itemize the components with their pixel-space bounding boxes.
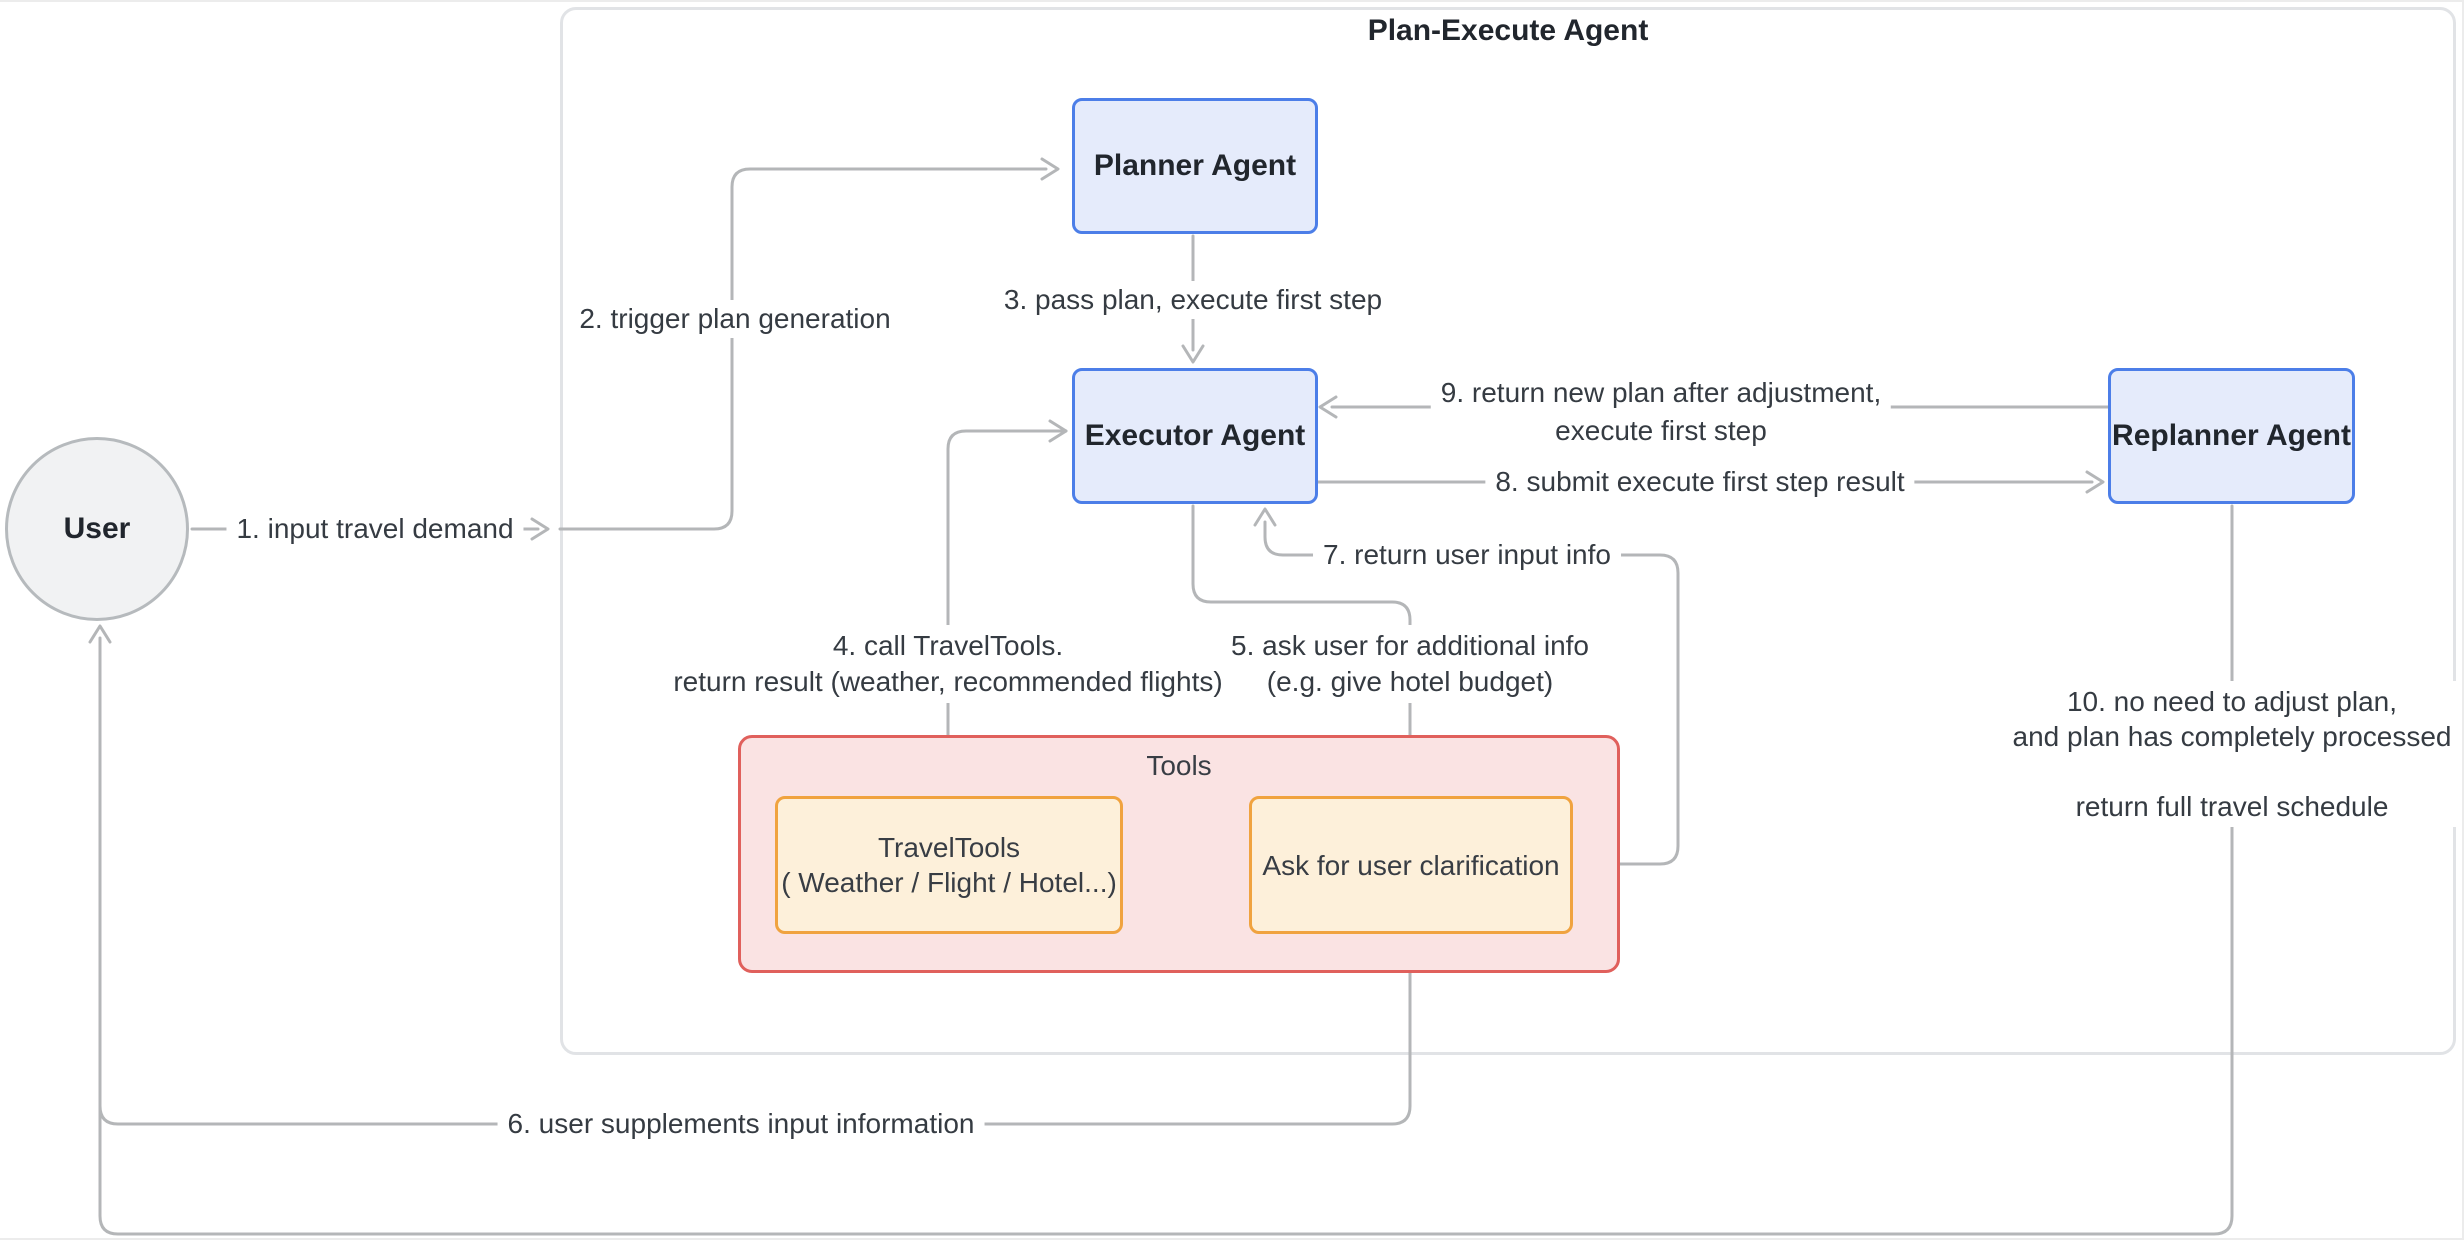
edge-9-label-line2: execute first step: [1555, 415, 1767, 446]
edge-10-line: [98, 504, 2234, 1236]
edge-4-arrowhead-executor: [1048, 419, 1068, 443]
edge-7-arrowhead: [1253, 507, 1277, 527]
travel-tools-line1: TravelTools: [877, 832, 1021, 863]
edge-4-label-line2: return result (weather, recommended flig…: [673, 666, 1223, 697]
node-executor-agent: Executor Agent: [1072, 368, 1318, 504]
plan-execute-agent-boundary: [560, 7, 2456, 1055]
edge-3-label: 3. pass plan, execute first step: [993, 281, 1393, 319]
edge-5-label-line2: (e.g. give hotel budget): [1266, 666, 1554, 697]
edge-10-label-line2: and plan has completely processed: [2012, 721, 2452, 752]
edge-1-label: 1. input travel demand: [226, 510, 524, 548]
travel-tools-line2: ( Weather / Flight / Hotel...): [781, 867, 1117, 898]
edge-6-line: [98, 946, 1412, 1126]
edge-9-arrowhead: [1318, 395, 1338, 419]
edge-10-label-line3: return full travel schedule: [2075, 791, 2389, 822]
node-ask-for-user-clarification: Ask for user clarification: [1249, 796, 1573, 934]
edge-8-label: 8. submit execute first step result: [1485, 463, 1915, 501]
edge-9-label-line1: 9. return new plan after adjustment,: [1440, 377, 1882, 408]
edge-6-label: 6. user supplements input information: [497, 1105, 985, 1143]
page-title: Plan-Execute Agent: [1367, 14, 1649, 47]
edge-3-arrowhead: [1181, 344, 1205, 364]
edge-10-label: 10. no need to adjust plan, and plan has…: [2002, 681, 2462, 827]
node-replanner-agent: Replanner Agent: [2108, 368, 2355, 504]
edge-2-arrowhead: [1040, 157, 1060, 181]
node-replanner-label: Replanner Agent: [2112, 419, 2351, 452]
edge-5-label: 5. ask user for additional info (e.g. gi…: [1221, 625, 1599, 703]
edge-4-line: [946, 429, 1068, 772]
node-planner-label: Planner Agent: [1093, 149, 1297, 182]
node-travel-tools: TravelTools ( Weather / Flight / Hotel..…: [775, 796, 1123, 934]
edge-7-label: 7. return user input info: [1313, 536, 1621, 574]
ask-clarification-label: Ask for user clarification: [1262, 849, 1560, 881]
edge-1-arrowhead: [530, 517, 550, 541]
edge-8-arrowhead: [2085, 470, 2105, 494]
edge-2-label: 2. trigger plan generation: [569, 300, 901, 338]
node-executor-label: Executor Agent: [1084, 419, 1306, 452]
edge-10-arrowhead: [88, 624, 112, 644]
node-user-label: User: [63, 512, 131, 545]
node-user: User: [5, 437, 189, 621]
edge-2-line: [558, 167, 1048, 531]
edge-9-label: 9. return new plan after adjustment, exe…: [1430, 371, 1892, 453]
edge-4-label: 4. call TravelTools. return result (weat…: [663, 625, 1233, 703]
edge-5-line: [1191, 504, 1412, 774]
node-planner-agent: Planner Agent: [1072, 98, 1318, 234]
edge-7-line: [1263, 520, 1680, 866]
tools-group-label: Tools: [1146, 750, 1212, 781]
edge-10-label-line1: 10. no need to adjust plan,: [2066, 686, 2398, 717]
edge-5-label-line1: 5. ask user for additional info: [1231, 630, 1589, 661]
edge-4-label-line1: 4. call TravelTools.: [832, 630, 1064, 661]
